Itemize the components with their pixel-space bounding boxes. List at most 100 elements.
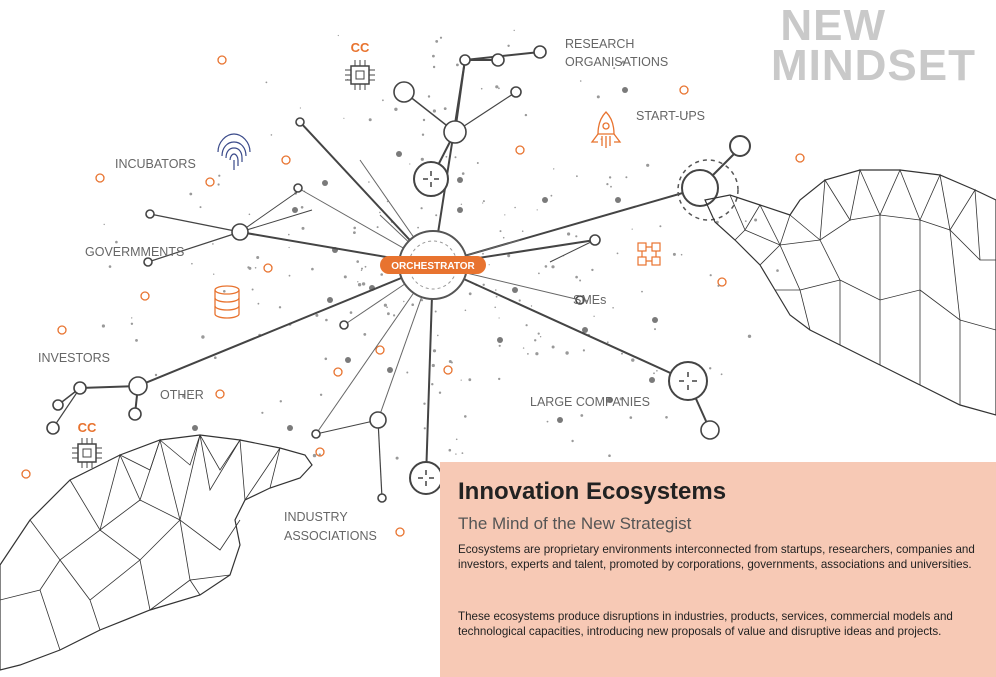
decorative-ring (315, 447, 325, 457)
speckle-dot (325, 318, 328, 322)
speckle-dot (498, 317, 500, 319)
speckle-dot (368, 118, 372, 122)
speckle-dot (432, 349, 437, 353)
speckle-dot (324, 357, 328, 361)
speckle-dot (464, 309, 467, 312)
speckle-dot (288, 246, 290, 249)
speckle-dot (495, 85, 499, 89)
speckle-dot (464, 415, 467, 418)
speckle-dot (337, 34, 339, 37)
speckle-dot (579, 80, 582, 82)
decorative-ring (263, 263, 273, 273)
speckle-dot (301, 226, 305, 230)
panel-title: Innovation Ecosystems (458, 478, 727, 505)
speckle-dot (190, 391, 193, 393)
speckle-dot (641, 290, 643, 293)
speckle-dot (432, 54, 435, 58)
speckle-dot (530, 305, 533, 307)
speckle-dot (610, 185, 612, 188)
speckle-dot (353, 226, 357, 230)
decorative-dot (649, 377, 655, 383)
network-line (149, 213, 241, 233)
network-line (432, 264, 689, 382)
speckle-dot (608, 454, 611, 458)
speckle-dot (108, 265, 112, 268)
speckle-dot (480, 87, 483, 90)
speckle-dot (482, 252, 484, 255)
network-node (510, 86, 522, 98)
speckle-dot (254, 267, 257, 269)
speckle-dot (524, 113, 528, 117)
decorative-ring (395, 527, 405, 537)
speckle-dot (455, 438, 458, 441)
speckle-dot (432, 65, 436, 69)
network-node (128, 407, 142, 421)
speckle-dot (551, 265, 555, 269)
speckle-dot (460, 203, 463, 205)
speckle-dot (409, 163, 411, 165)
decorative-dot (607, 397, 613, 403)
speckle-dot (312, 453, 317, 458)
speckle-dot (567, 232, 571, 236)
speckle-dot (612, 307, 614, 309)
network-node (311, 429, 321, 439)
speckle-dot (499, 230, 502, 233)
decorative-dot (512, 287, 518, 293)
orchestrator-label: ORCHESTRATOR (391, 261, 475, 272)
speckle-dot (360, 269, 363, 271)
speckle-dot (461, 452, 464, 454)
speckle-dot (747, 334, 752, 338)
speckle-dot (319, 393, 323, 396)
speckle-dot (270, 134, 273, 136)
speckle-dot (521, 230, 524, 232)
network-node (52, 399, 64, 411)
decorative-dot (287, 425, 293, 431)
decorative-ring (515, 145, 525, 155)
speckle-dot (672, 252, 676, 256)
network-line (454, 91, 517, 133)
speckle-dot (288, 274, 291, 277)
speckle-dot (420, 157, 424, 161)
speckle-dot (103, 223, 105, 226)
speckle-dot (357, 283, 362, 287)
speckle-dot (522, 347, 525, 349)
decorative-dot (327, 297, 333, 303)
network-node (443, 120, 467, 144)
speckle-dot (482, 283, 485, 286)
speckle-dot (427, 95, 431, 98)
rocket-icon (590, 111, 622, 148)
decorative-dot (622, 87, 628, 93)
decorative-ring (679, 85, 689, 95)
speckle-dot (248, 213, 251, 216)
speckle-dot (223, 290, 226, 293)
speckle-dot (300, 206, 304, 209)
speckle-dot (380, 273, 384, 276)
speckle-dot (403, 300, 405, 303)
speckle-dot (445, 155, 448, 158)
brand-line2: MINDSET (771, 41, 976, 90)
speckle-dot (502, 236, 505, 239)
decorative-ring (281, 155, 291, 165)
speckle-dot (686, 112, 689, 115)
speckle-dot (182, 394, 185, 398)
speckle-dot (665, 416, 668, 419)
speckle-dot (717, 284, 720, 287)
network-icon (637, 242, 661, 266)
speckle-dot (476, 162, 479, 164)
speckle-dot (406, 371, 409, 374)
speckle-dot (495, 289, 497, 291)
decorative-ring (140, 291, 150, 301)
right-hand-wireframe (704, 168, 996, 416)
speckle-dot (507, 254, 511, 258)
speckle-dot (575, 235, 578, 238)
network-node (369, 411, 387, 429)
decorative-ring (95, 173, 105, 183)
network-node (46, 421, 60, 435)
background-dots (21, 29, 825, 537)
chip-label-top: CC (351, 40, 370, 55)
speckle-dot (361, 267, 363, 270)
speckle-dot (606, 341, 609, 344)
network-node (700, 420, 720, 440)
network-line (315, 419, 379, 435)
